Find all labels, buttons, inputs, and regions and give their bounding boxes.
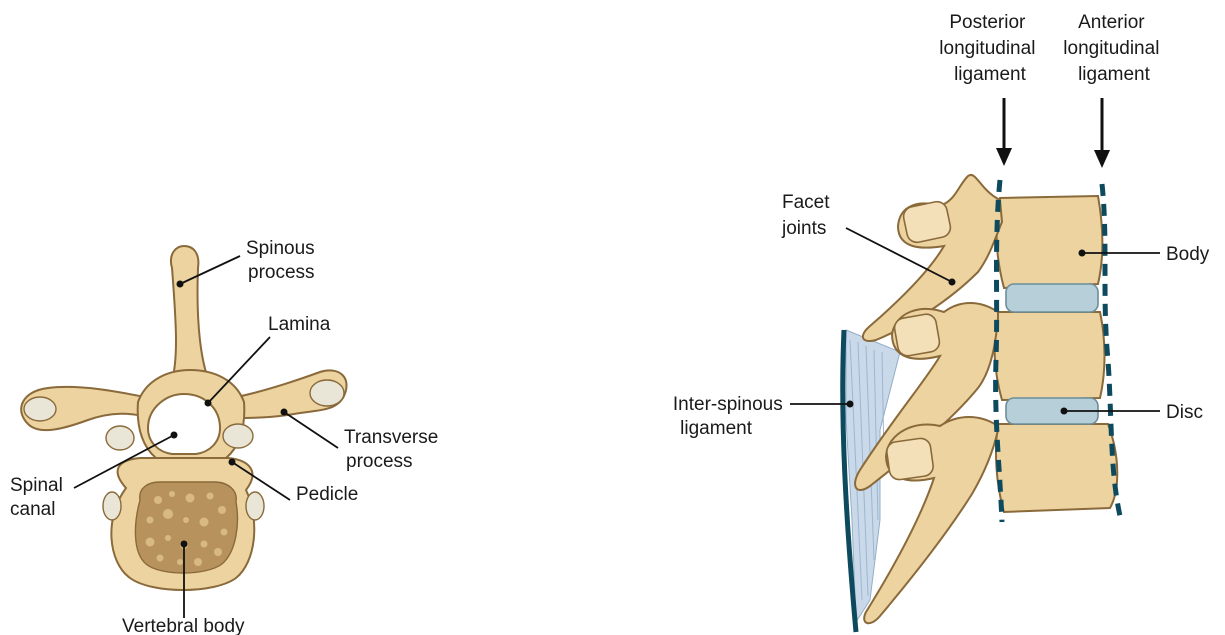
posterior-arrow-head [996, 148, 1012, 166]
disc-upper [1006, 284, 1098, 312]
vertebral-body-upper [997, 196, 1103, 288]
pedicle-dot [229, 459, 236, 466]
spinous-dot [177, 281, 184, 288]
vertebral-body-dot [181, 541, 188, 548]
spine-lateral-view: Posterior longitudinal ligament Anterior… [673, 12, 1210, 632]
right-transverse-tip [310, 380, 344, 406]
label-interspinous-ligament: Inter-spinous ligament [673, 394, 788, 439]
transverse-dot [281, 409, 288, 416]
label-lamina: Lamina [268, 314, 331, 335]
label-posterior-ligament: Posterior longitudinal ligament [939, 12, 1040, 85]
vertebral-body-middle [995, 312, 1105, 400]
transverse-leader [284, 412, 338, 448]
label-facet-joints: Facet joints [781, 192, 835, 239]
lamina-dot [205, 400, 212, 407]
right-body-facet [246, 492, 264, 520]
right-pedicle-facet [223, 424, 253, 448]
spinal-canal-dot [171, 432, 178, 439]
facet-lower [886, 437, 935, 481]
label-spinous-process: Spinous process [246, 238, 320, 283]
facet-dot [949, 279, 956, 286]
vertebral-body-lower [996, 424, 1117, 512]
label-body: Body [1166, 244, 1210, 265]
label-anterior-ligament: Anterior longitudinal ligament [1063, 12, 1164, 85]
interspinous-dot [847, 401, 854, 408]
disc-dot [1061, 408, 1068, 415]
anterior-arrow-head [1094, 150, 1110, 168]
left-transverse-tip [24, 397, 56, 421]
left-pedicle-facet [106, 426, 134, 450]
label-spinal-canal: Spinal canal [10, 475, 68, 520]
left-body-facet [103, 492, 121, 520]
vertebra-top-view: Spinous process Lamina Transverse proces… [10, 238, 444, 635]
label-disc: Disc [1166, 402, 1203, 423]
body-dot [1079, 250, 1086, 257]
label-transverse-process: Transverse process [344, 427, 444, 472]
label-pedicle: Pedicle [296, 484, 358, 505]
label-vertebral-body: Vertebral body [122, 616, 245, 635]
facet-middle [893, 313, 941, 358]
